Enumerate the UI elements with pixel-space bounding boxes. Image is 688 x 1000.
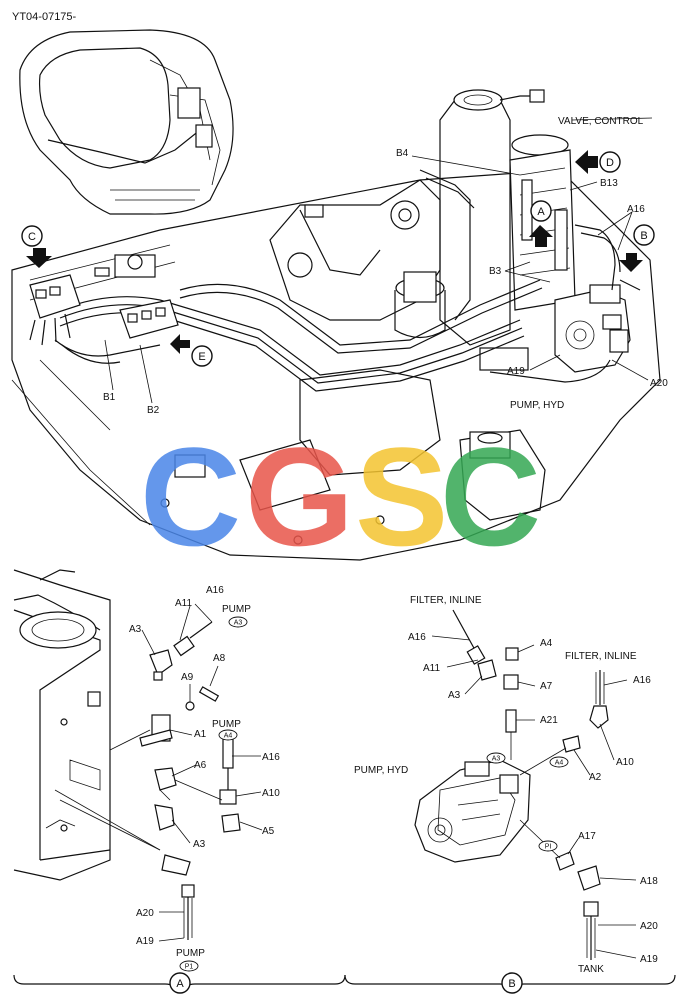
operator-cab-illustration bbox=[19, 29, 234, 215]
svg-text:B: B bbox=[640, 230, 647, 242]
label-b-a11: A11 bbox=[423, 663, 440, 674]
hydraulic-pump-main bbox=[554, 279, 641, 373]
pilot-valve-cluster bbox=[29, 274, 179, 364]
label-b-a10: A10 bbox=[616, 757, 634, 768]
label-b2: B2 bbox=[147, 405, 160, 416]
detail-b-pump bbox=[414, 759, 531, 863]
label-pump-hyd-main: PUMP, HYD bbox=[510, 400, 564, 411]
view-brace-a: A bbox=[13, 972, 346, 994]
label-b-a21: A21 bbox=[540, 715, 558, 726]
svg-text:A3: A3 bbox=[234, 620, 243, 627]
detail-b-leaders bbox=[431, 635, 637, 959]
svg-text:PI: PI bbox=[545, 844, 552, 851]
label-a20-main: A20 bbox=[650, 378, 668, 389]
label-valve-control: VALVE, CONTROL bbox=[558, 116, 644, 127]
label-pump-a3: PUMP bbox=[222, 604, 251, 615]
label-b-a19: A19 bbox=[640, 954, 658, 965]
label-a-a16-mid: A16 bbox=[262, 752, 280, 763]
label-b-a18: A18 bbox=[640, 876, 658, 887]
svg-text:A3: A3 bbox=[492, 756, 501, 763]
detail-a-tank-outline bbox=[13, 569, 161, 881]
label-b1: B1 bbox=[103, 392, 116, 403]
label-b-a4: A4 bbox=[540, 638, 553, 649]
label-filter-inline-1: FILTER, INLINE bbox=[410, 595, 482, 606]
watermark-letter-2: G bbox=[245, 418, 354, 575]
view-label-a: A bbox=[176, 978, 184, 990]
detail-a-fittings bbox=[139, 621, 241, 940]
watermark-letter-3: S bbox=[355, 418, 448, 575]
label-b13: B13 bbox=[600, 178, 618, 189]
label-pump-a4: PUMP bbox=[212, 719, 241, 730]
detail-a-leaders bbox=[141, 603, 263, 942]
view-brace-b: B bbox=[344, 972, 676, 994]
port-tag-a3: A3 bbox=[228, 616, 248, 628]
port-tag-b-a3: A3 bbox=[486, 752, 506, 764]
label-pump-hyd-b: PUMP, HYD bbox=[354, 765, 408, 776]
label-a-a10: A10 bbox=[262, 788, 280, 799]
label-a-a3-top: A3 bbox=[129, 624, 142, 635]
document-id: YT04-07175- bbox=[12, 11, 77, 23]
svg-text:P1: P1 bbox=[185, 964, 194, 971]
callout-view-c: C bbox=[21, 225, 43, 247]
label-a16-main: A16 bbox=[627, 204, 645, 215]
label-pump-p1: PUMP bbox=[176, 948, 205, 959]
detail-b-fittings bbox=[452, 609, 609, 960]
label-filter-inline-2: FILTER, INLINE bbox=[565, 651, 637, 662]
view-label-b: B bbox=[508, 978, 515, 990]
callout-view-e: E bbox=[191, 345, 213, 367]
svg-text:A: A bbox=[537, 206, 545, 218]
label-a-a19: A19 bbox=[136, 936, 154, 947]
port-tag-pi: PI bbox=[538, 840, 558, 852]
label-b-a17: A17 bbox=[578, 831, 596, 842]
svg-text:E: E bbox=[198, 351, 205, 363]
watermark-letter-4: C bbox=[440, 418, 541, 575]
label-tank: TANK bbox=[578, 964, 604, 975]
label-b3: B3 bbox=[489, 266, 502, 277]
watermark-logo: C G S C bbox=[140, 418, 541, 575]
label-a-a11: A11 bbox=[175, 598, 192, 609]
svg-text:C: C bbox=[28, 231, 36, 243]
label-a-a3-bottom: A3 bbox=[193, 839, 206, 850]
upper-frame-illustration bbox=[11, 169, 661, 561]
watermark-letter-1: C bbox=[140, 418, 241, 575]
label-a-a8: A8 bbox=[213, 653, 226, 664]
svg-text:A4: A4 bbox=[555, 760, 564, 767]
callout-view-d: D bbox=[599, 151, 621, 173]
callout-view-b-main: B bbox=[633, 224, 655, 246]
label-b-a16-right: A16 bbox=[633, 675, 651, 686]
label-b4: B4 bbox=[396, 148, 409, 159]
label-b-a7: A7 bbox=[540, 681, 553, 692]
label-a-a6: A6 bbox=[194, 760, 207, 771]
svg-text:D: D bbox=[606, 157, 614, 169]
port-tag-a4: A4 bbox=[218, 729, 238, 741]
label-a19-main: A19 bbox=[507, 366, 525, 377]
label-b-a3: A3 bbox=[448, 690, 461, 701]
leader-lines-main bbox=[104, 117, 653, 404]
callout-view-a-main: A bbox=[530, 200, 552, 222]
label-b-a20: A20 bbox=[640, 921, 658, 932]
label-b-a16: A16 bbox=[408, 632, 426, 643]
label-a-a1: A1 bbox=[194, 729, 207, 740]
label-a-a9: A9 bbox=[181, 672, 194, 683]
port-tag-p1: P1 bbox=[179, 960, 199, 972]
label-b-a2: A2 bbox=[589, 772, 602, 783]
port-tag-b-a4: A4 bbox=[549, 756, 569, 768]
svg-text:A4: A4 bbox=[224, 733, 233, 740]
label-a-a16: A16 bbox=[206, 585, 224, 596]
view-arrows bbox=[26, 150, 643, 354]
label-a-a20: A20 bbox=[136, 908, 154, 919]
label-a-a5: A5 bbox=[262, 826, 275, 837]
